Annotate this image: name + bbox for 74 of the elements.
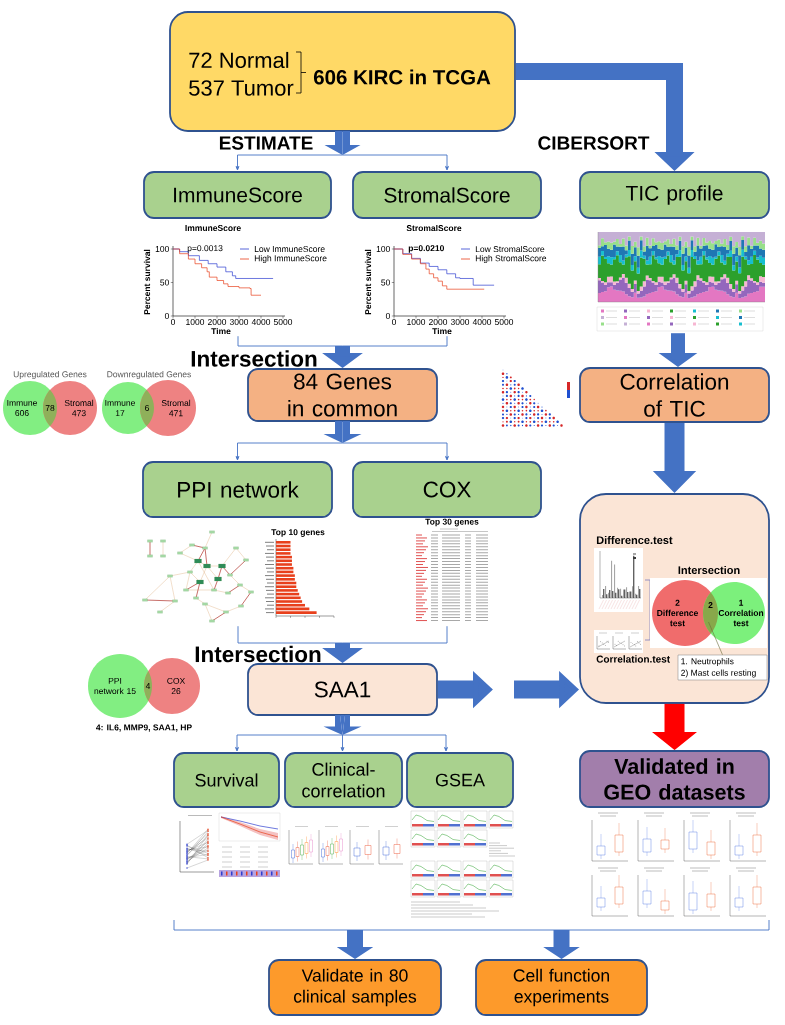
- plot-title: ImmuneScore: [185, 225, 241, 231]
- edge-label: CIBERSORT: [538, 136, 650, 150]
- edge-label: Intersection: [191, 350, 317, 367]
- connector: [342, 421, 449, 461]
- tick-label: 2000: [207, 319, 227, 325]
- tick-label: 2000: [428, 319, 448, 325]
- curve-label: High ImmuneScore: [254, 255, 327, 263]
- axis-title: Time: [432, 327, 452, 335]
- venn-label: 6: [145, 405, 149, 411]
- venn-title: Upregulated Genes: [13, 371, 87, 379]
- tick-label: 1000: [407, 319, 426, 325]
- tick-label: 1000: [186, 319, 205, 325]
- result-box: Cell function experiments: [475, 959, 648, 1016]
- axis-title: Percent survival: [143, 249, 151, 315]
- connector-line: [237, 625, 343, 644]
- stacked-area-chart: [596, 231, 766, 332]
- result-box: 84 Genes in common: [247, 368, 438, 422]
- process-box: Survival: [173, 752, 280, 808]
- curve-label: Low StromalScore: [475, 245, 545, 253]
- process-box: ImmuneScore: [143, 171, 332, 219]
- connector-line: [342, 625, 448, 644]
- venn-label: COX 26: [167, 677, 186, 695]
- tick-label: 0: [170, 319, 176, 325]
- venn-label: PPI network 15: [94, 677, 136, 695]
- tick-label: 4000: [472, 319, 492, 325]
- venn-label: 2: [708, 602, 713, 608]
- data-box: 72 Normal 537 Tumor 606 KIRC in TCGA: [169, 11, 516, 132]
- venn-diagram: [650, 578, 767, 648]
- connector-line: [237, 335, 343, 347]
- tick-label: 3000: [229, 319, 249, 325]
- process-box: StromalScore: [352, 171, 542, 219]
- chart-title: Top 10 genes: [271, 529, 325, 537]
- result-box: Correlation of TIC: [579, 367, 770, 423]
- curve-label: High StromalScore: [475, 255, 547, 263]
- chart-title: Top 30 genes: [425, 518, 479, 527]
- leader-line: [708, 621, 723, 656]
- gene-list: 4: IL6, MMP9, SAA1, HP: [96, 724, 192, 732]
- tick-label: 4000: [251, 319, 271, 325]
- process-box: Clinical- correlation: [284, 752, 403, 808]
- connector: [235, 421, 343, 461]
- axis-title: Time: [211, 327, 231, 335]
- network-graph: [142, 530, 254, 623]
- process-box: GSEA: [406, 752, 514, 808]
- result-box: SAA1: [247, 663, 438, 716]
- tick-label: 3000: [450, 319, 470, 325]
- venn-label: 2 Difference test: [657, 599, 698, 627]
- venn-label: 4: [145, 683, 151, 689]
- process-box: TIC profile: [579, 171, 770, 219]
- venn-label: 78: [45, 405, 55, 411]
- edge-label: Intersection: [195, 645, 321, 663]
- results-table: [415, 528, 489, 622]
- p-value: p=0.0013: [187, 245, 223, 253]
- connector: [235, 715, 343, 752]
- plot-title: StromalScore: [406, 224, 462, 232]
- process-box: COX: [352, 461, 542, 518]
- result-box: Validate in 80 clinical samples: [268, 959, 442, 1016]
- venn-label: Immune 606: [7, 399, 37, 417]
- tick-label: 5000: [494, 319, 514, 325]
- curve-label: Low ImmuneScore: [254, 246, 325, 252]
- result-box: Validated in GEO datasets: [579, 750, 770, 808]
- connector: [340, 715, 345, 752]
- venn-label: Stromal 471: [161, 399, 191, 417]
- connector: [342, 715, 448, 752]
- axis-title: Percent survival: [364, 249, 372, 315]
- tick-label: 5000: [273, 319, 293, 325]
- venn-label: 1 Correlation test: [718, 599, 764, 627]
- connector-line: [342, 335, 448, 347]
- note-box: 1. Neutrophils 2) Mast cells resting: [677, 654, 768, 681]
- venn-label: Stromal 473: [64, 399, 94, 417]
- process-box: PPI network: [142, 461, 333, 518]
- tick-label: 0: [391, 319, 397, 325]
- p-value: p=0.0210: [408, 245, 444, 253]
- venn-label: Immune 17: [105, 400, 135, 417]
- venn-title: Downregulated Genes: [107, 371, 191, 379]
